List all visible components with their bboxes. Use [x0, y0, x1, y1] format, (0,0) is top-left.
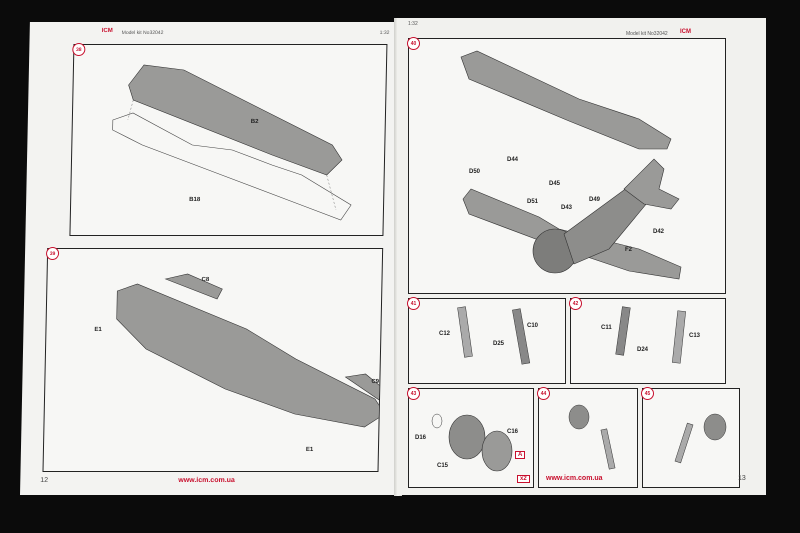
model-kit-label: Model kit No32042 — [626, 31, 668, 37]
step-number: 43 — [407, 387, 420, 400]
part-label: F2 — [625, 247, 633, 253]
step-number: 45 — [641, 387, 654, 400]
landing-gear-drawing — [674, 413, 727, 464]
step-41-panel: 41 C12 C10 D25 — [407, 297, 566, 384]
step-42-panel: 42 C11 C13 D24 — [569, 297, 726, 384]
icm-logo: ICM — [680, 29, 691, 35]
part-label: D44 — [507, 157, 519, 163]
part-label: C10 — [527, 323, 539, 329]
part-label: C15 — [437, 463, 449, 469]
part-label: C13 — [689, 333, 701, 339]
left-page: ICM Model kit No32042 1:32 38 B2 B18 39 … — [20, 22, 408, 495]
biplane-drawing — [460, 50, 682, 280]
part-label: D45 — [549, 181, 561, 187]
step-45-panel: 45 — [641, 387, 740, 488]
part-label: C8 — [201, 277, 210, 283]
part-label: C12 — [439, 331, 451, 337]
part-label: B18 — [189, 197, 201, 203]
part-label: D25 — [493, 341, 505, 347]
step-40-panel: 40 D44 D50 D45 D51 D43 D49 D42 F2 — [407, 37, 726, 294]
part-label: D42 — [653, 229, 665, 235]
step-number: 42 — [569, 297, 582, 310]
part-label: C9 — [371, 379, 380, 385]
step-44-panel: 44 — [537, 387, 638, 488]
icm-logo: ICM — [101, 28, 113, 34]
model-kit-label: Model kit No32042 — [121, 30, 164, 36]
quantity-box: x2 — [517, 475, 530, 483]
website-url: www.icm.com.ua — [546, 475, 603, 482]
part-label: E1 — [305, 447, 314, 453]
option-box: A — [515, 451, 526, 459]
part-label: D50 — [469, 169, 481, 175]
part-label: D24 — [637, 347, 649, 353]
website-url: www.icm.com.ua — [178, 477, 235, 484]
step-39-panel: 39 C8 E1 C9 E1 — [42, 247, 384, 472]
step-number: 40 — [407, 37, 420, 50]
part-label: C16 — [507, 429, 519, 435]
step-43-panel: 43 D16 C16 C15 A x2 — [407, 387, 534, 488]
part-label: D51 — [527, 199, 539, 205]
part-label: B2 — [250, 119, 259, 125]
part-label: E1 — [94, 327, 102, 333]
wheel-drawing — [431, 413, 513, 472]
scale-label: 1:32 — [408, 21, 418, 27]
part-label: D49 — [589, 197, 601, 203]
step-number: 44 — [537, 387, 550, 400]
scale-label: 1:32 — [379, 30, 390, 36]
step-number: 41 — [407, 297, 420, 310]
upper-wing-drawing — [112, 64, 352, 221]
part-label: C11 — [601, 325, 612, 331]
landing-gear-drawing — [568, 404, 616, 470]
strut-drawing — [457, 306, 531, 365]
step-38-panel: 38 B2 B18 — [69, 43, 388, 236]
strut-drawing — [615, 306, 686, 364]
page-number: 13 — [738, 475, 746, 482]
part-label: D43 — [561, 205, 573, 211]
right-page: 1:32 Model kit No32042 ICM 40 D44 D50 D4… — [398, 18, 766, 495]
page-number: 12 — [40, 477, 49, 484]
lower-wing-drawing — [116, 273, 383, 428]
part-label: D16 — [415, 435, 427, 441]
